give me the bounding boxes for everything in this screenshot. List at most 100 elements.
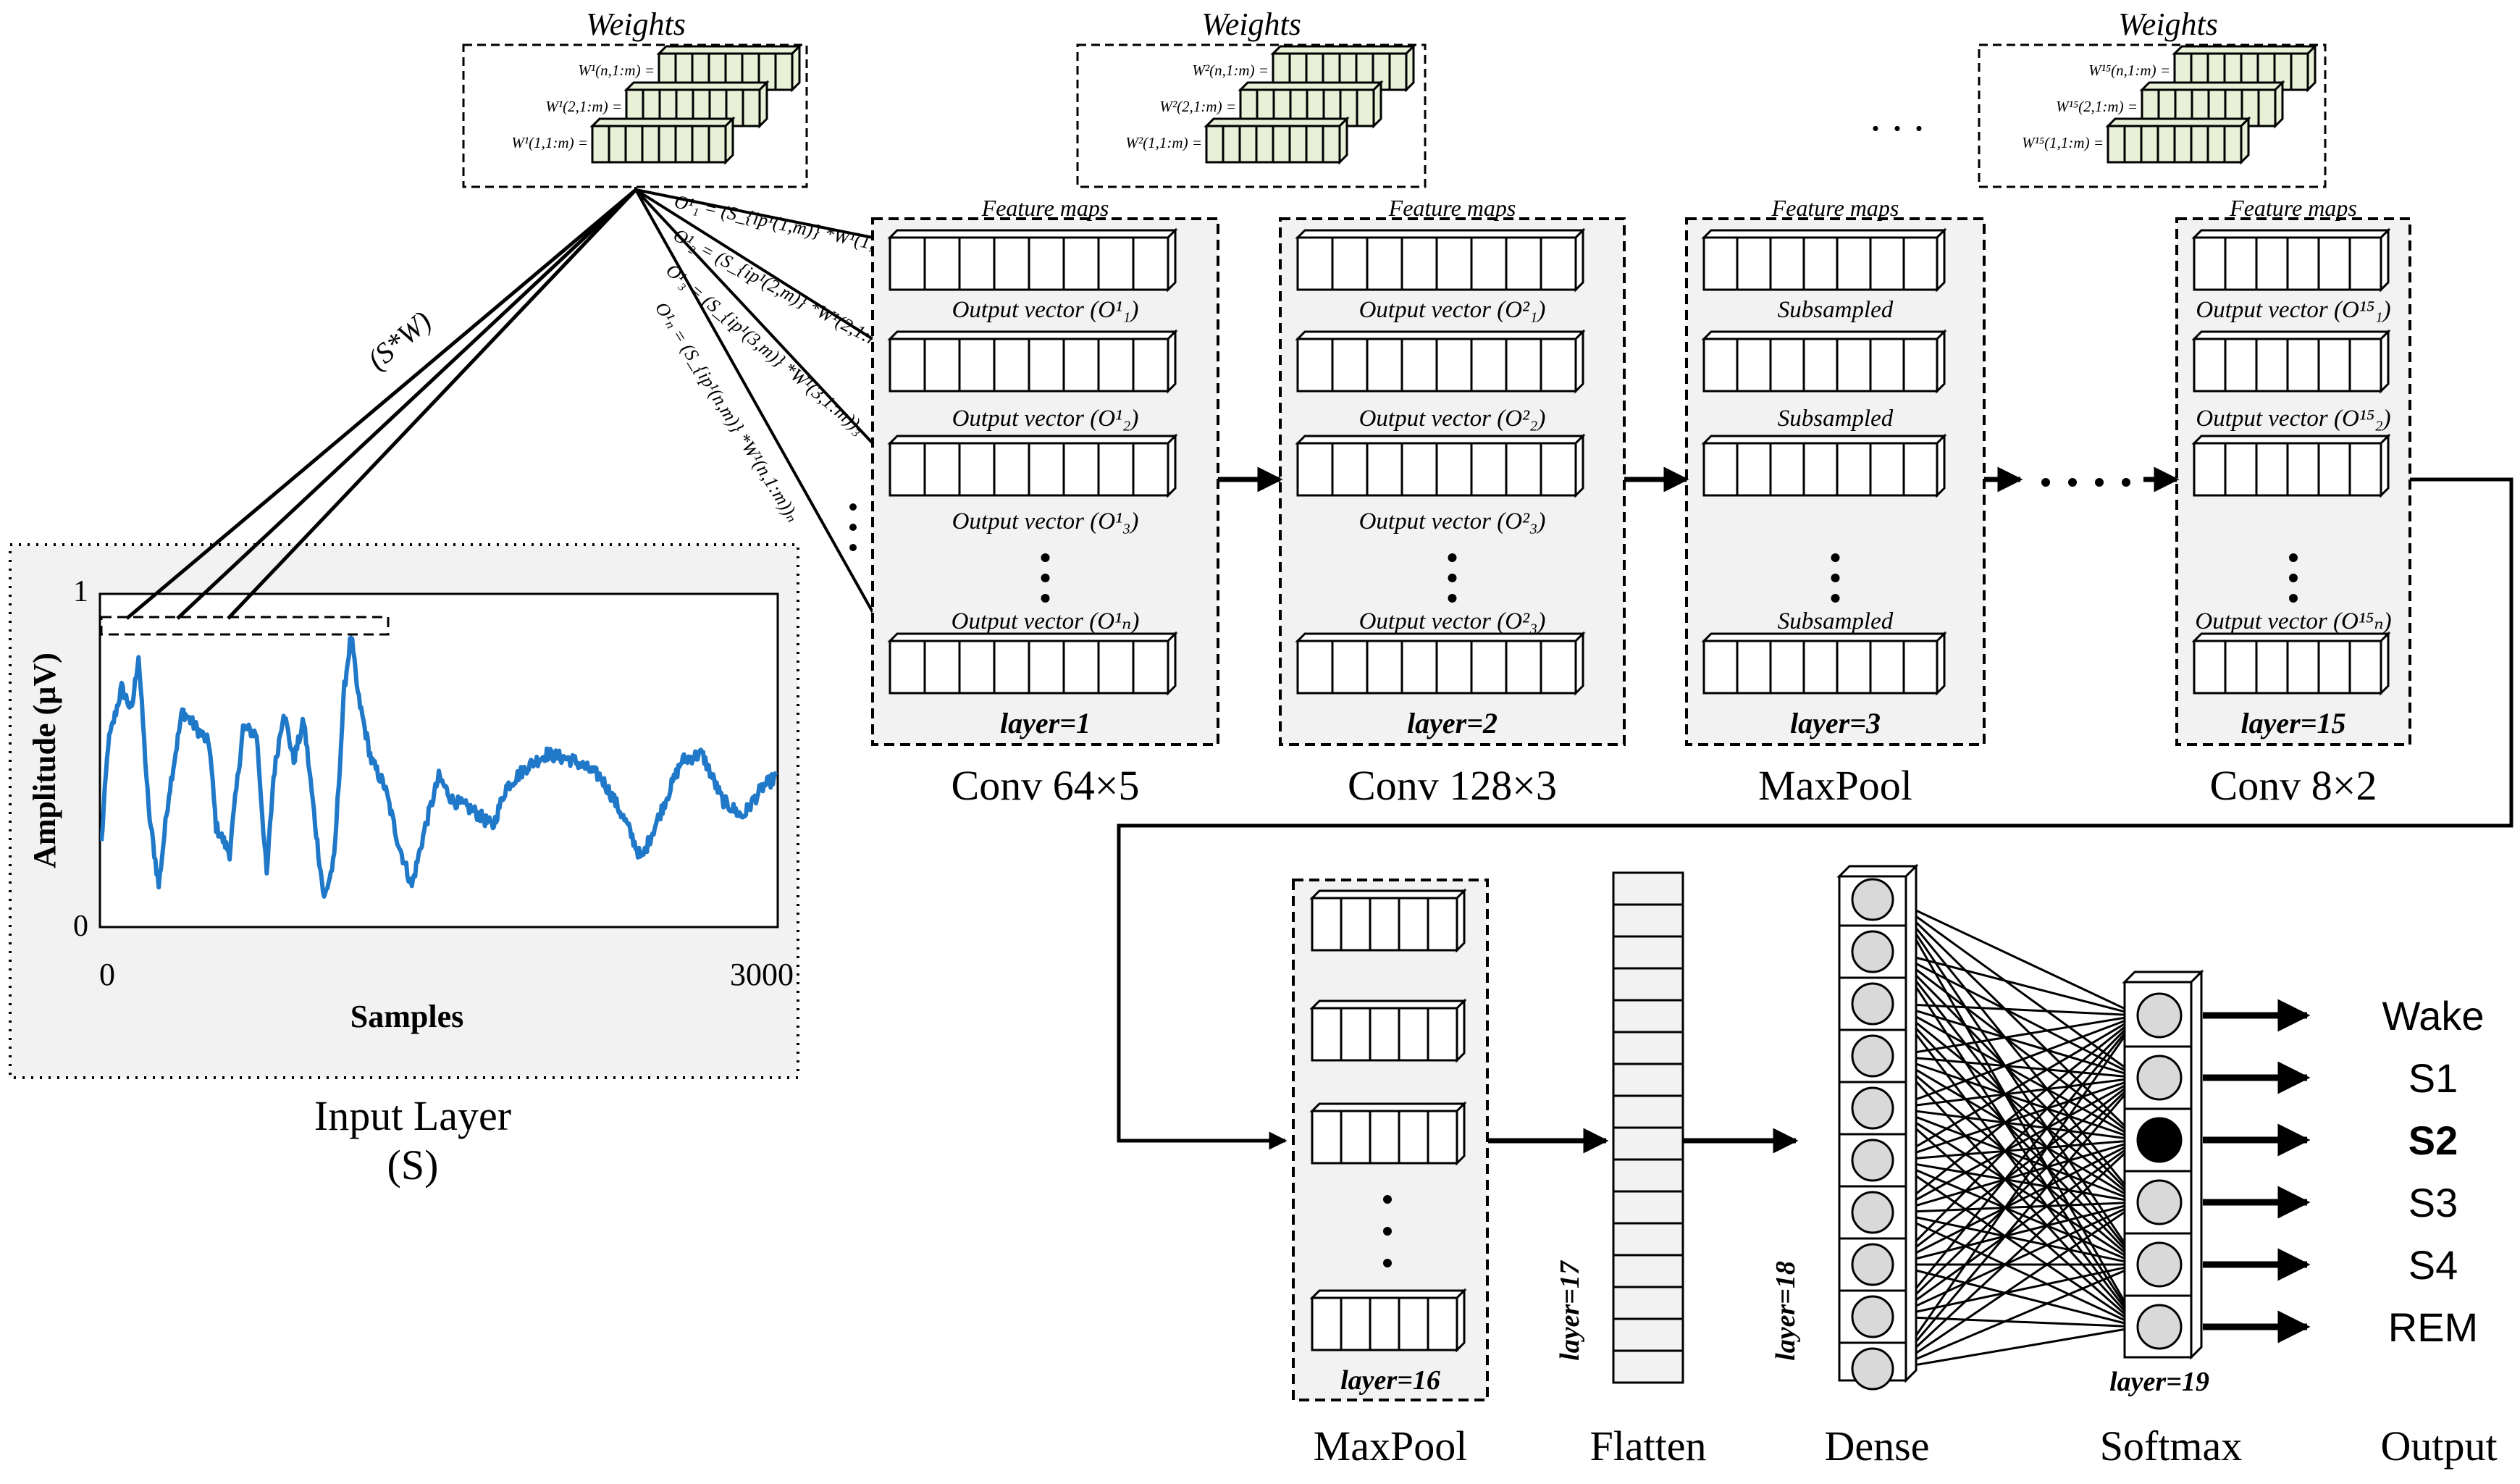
pooled-vector: [1309, 888, 1467, 953]
fan-label-4: O¹ₙ = (S_{ip¹(n,m)} *W¹(n,1:m))ₙ: [651, 298, 804, 526]
x-axis-label: Samples: [350, 999, 463, 1034]
feature-vector-label: Output vector (O¹⁵₁): [2196, 297, 2390, 323]
weight-row-label: W¹(2,1:m) =: [545, 98, 622, 115]
output-title: Output: [2380, 1422, 2497, 1470]
flatten-cell: [1612, 871, 1684, 906]
input-layer-title: Input Layer: [314, 1092, 511, 1139]
flatten-cell: [1612, 1317, 1684, 1352]
dense-layer-label: layer=18: [1771, 1261, 1801, 1361]
dense-18: layer=18 Dense: [1771, 863, 2204, 1470]
dense-neuron: [1851, 1243, 1894, 1286]
weights-title: Weights: [1201, 7, 1301, 42]
feature-vector: [2191, 227, 2391, 293]
output-class-label: S2: [2408, 1118, 2458, 1163]
softmax-19: layer=19 Softmax: [2100, 1367, 2243, 1470]
weight-row-label: W¹⁵(2,1:m) =: [2056, 98, 2138, 115]
feature-vector-label: Subsampled: [1778, 608, 1894, 634]
feature-vector-label: Output vector (O¹₂): [952, 406, 1139, 432]
softmax-layer-label: layer=19: [2109, 1367, 2209, 1397]
pooled-vector: [1309, 1288, 1467, 1353]
input-layer-symbol: (S): [387, 1141, 439, 1189]
flatten-name: Flatten: [1589, 1422, 1706, 1470]
flatten-cell: [1612, 1031, 1684, 1065]
flatten-layer-label: layer=17: [1555, 1259, 1585, 1361]
dense-neuron: [1851, 1191, 1894, 1234]
flatten-cell: [1612, 1349, 1684, 1384]
layer-name: Conv 64×5: [952, 762, 1140, 809]
feature-vector: [1701, 329, 1947, 394]
layer-index-label: layer=3: [1790, 707, 1881, 739]
feature-vector-label: Subsampled: [1778, 297, 1894, 323]
dense-neuron: [1851, 878, 1894, 921]
flatten-cell: [1612, 1126, 1684, 1161]
feature-vector: [1295, 631, 1586, 696]
flatten-cell: [1612, 935, 1684, 970]
dense-neuron: [1851, 1347, 1894, 1391]
feature-vector: [1295, 433, 1586, 498]
feature-maps-header: Feature maps: [2229, 195, 2357, 221]
softmax-neuron: [2136, 1241, 2183, 1288]
flatten-17: layer=17 Flatten: [1555, 871, 1707, 1470]
layer-index-label: layer=15: [2241, 707, 2346, 739]
dense-neuron: [1851, 930, 1894, 973]
feature-vector-label: Output vector (O²₂): [1359, 406, 1546, 432]
dense-neuron: [1851, 1295, 1894, 1338]
weights-title: Weights: [586, 7, 686, 42]
flatten-cell: [1612, 967, 1684, 1002]
feature-vector: [887, 433, 1178, 498]
output-class-label: S1: [2408, 1055, 2458, 1101]
dense-neuron: [1851, 1086, 1894, 1130]
feature-vector: [1701, 631, 1947, 696]
y-axis-label: Amplitude (µV): [27, 653, 62, 868]
feature-maps-header: Feature maps: [1771, 195, 1899, 221]
layer-name: Conv 8×2: [2210, 762, 2377, 809]
flatten-cell: [1612, 1190, 1684, 1225]
weights-title: Weights: [2118, 7, 2218, 42]
output-class-label: S3: [2408, 1180, 2458, 1225]
layer-panel-3: Feature mapsSubsampledSubsampledSubsampl…: [1685, 195, 1986, 809]
dense-neuron: [1851, 982, 1894, 1026]
layer-index-label: layer=2: [1407, 707, 1498, 739]
weight-kernel: [2105, 116, 2251, 165]
feature-vector-label: Output vector (O¹ₙ): [952, 608, 1140, 634]
ytick-bottom: 0: [73, 910, 88, 943]
softmax-name: Softmax: [2100, 1422, 2243, 1470]
weights-ellipsis: . . .: [1870, 92, 1925, 140]
flatten-cell: [1612, 1286, 1684, 1320]
weight-kernel: [1204, 116, 1350, 165]
layer-name: Conv 128×3: [1348, 762, 1557, 809]
xtick-left: 0: [99, 957, 115, 992]
feature-vector-label: Output vector (O²₃): [1359, 608, 1546, 634]
feature-vector: [887, 227, 1178, 293]
feature-vector: [1295, 329, 1586, 394]
softmax-neuron: [2136, 1304, 2183, 1350]
weight-row-label: W²(1,1:m) =: [1125, 134, 1202, 151]
maxpool-16: layer=16 MaxPool: [1292, 879, 1489, 1470]
output-class-label: S4: [2408, 1242, 2458, 1288]
layer-index-label: layer=1: [1000, 707, 1091, 739]
feature-vector: [887, 329, 1178, 394]
feature-vector-label: Subsampled: [1778, 406, 1894, 432]
feature-vector-label: Output vector (O¹⁵₂): [2196, 406, 2390, 432]
flatten-cell: [1612, 1222, 1684, 1257]
fan-dots: [849, 503, 857, 551]
weight-row-label: W¹⁵(n,1:m) =: [2088, 62, 2170, 79]
pooled-vector: [1309, 1101, 1467, 1166]
wrap-connector: [1117, 477, 2513, 1150]
feature-vector-label: Output vector (O¹₁): [952, 297, 1139, 323]
between-layers-dots: [2041, 478, 2130, 487]
feature-vector: [1701, 433, 1947, 498]
feature-vector: [2191, 433, 2391, 498]
fan-lines: [634, 188, 874, 613]
signal-plot-frame: [98, 592, 779, 928]
feature-vector: [887, 631, 1178, 696]
softmax-neuron-active: [2136, 1117, 2183, 1163]
weight-row-label: W²(2,1:m) =: [1159, 98, 1236, 115]
flatten-cell: [1612, 1062, 1684, 1097]
